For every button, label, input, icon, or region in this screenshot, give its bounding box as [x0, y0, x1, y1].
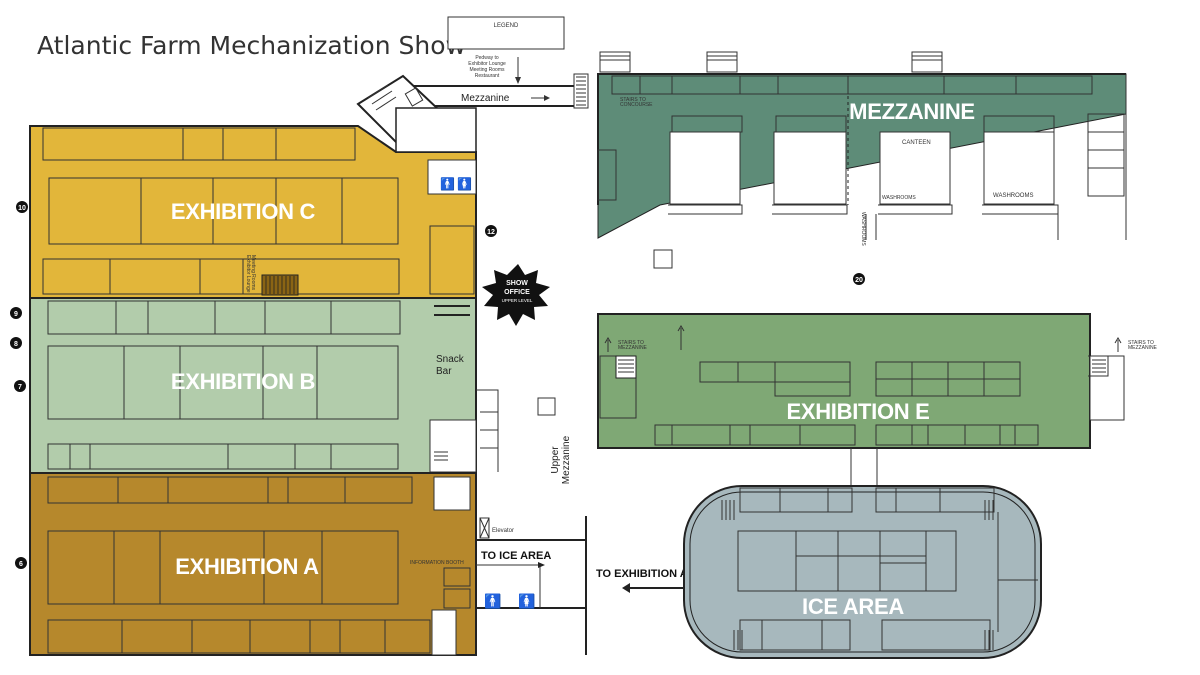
svg-text:20: 20 [855, 277, 863, 284]
svg-text:6: 6 [19, 561, 23, 568]
pedway-arrow-head [515, 77, 521, 84]
mezzanine-stair [706, 51, 738, 73]
column-marker [653, 249, 673, 269]
show-office-line3: UPPER LEVEL [502, 298, 533, 303]
svg-text:9: 9 [14, 311, 18, 318]
mezzanine-stair [599, 51, 631, 73]
exhibition-a-label: EXHIBITION A [175, 554, 319, 579]
svg-text:8: 8 [14, 341, 18, 348]
upper-mezzanine-label: UpperMezzanine [550, 435, 572, 484]
hall-c-service-room [395, 107, 477, 153]
map-title: Atlantic Farm Mechanization Show [37, 31, 466, 60]
hall-c-stairs [261, 274, 299, 296]
mezzanine-label: MEZZANINE [849, 99, 975, 124]
canteen-label: CANTEEN [902, 140, 931, 146]
svg-text:7: 7 [18, 384, 22, 391]
column-marker [537, 397, 556, 416]
legend-label: LEGEND [494, 23, 519, 29]
legend[interactable]: LEGEND [447, 16, 565, 50]
connector-e-ice [850, 448, 878, 486]
door-number-8 [10, 337, 22, 349]
information-booth-label: INFORMATION BOOTH [410, 560, 464, 566]
hall-a-service-room [433, 476, 471, 511]
mezz-washrooms-small: WASHROOMS [882, 195, 916, 201]
exhibition-c-label: EXHIBITION C [171, 199, 316, 224]
restroom-icon: 🚹 [484, 593, 501, 610]
hall-c-stairs-label: Meeting RoomsExhibitor Lounge [245, 255, 256, 293]
door-number-20 [853, 273, 865, 285]
ice-area-hall[interactable]: ICE AREA [683, 485, 1042, 659]
restroom-icon: 🚺 [518, 593, 535, 610]
corridor-stairs [573, 73, 589, 109]
svg-text:10: 10 [18, 205, 26, 212]
restroom-icon: 🚺 [457, 177, 472, 191]
corridor-stair-treads [576, 76, 586, 106]
to-ice-area-label[interactable]: TO ICE AREA [481, 550, 551, 562]
mezzanine-corridor-label: Mezzanine [461, 93, 510, 104]
door-number-6 [15, 557, 27, 569]
door-number-9 [10, 307, 22, 319]
ice-area-label: ICE AREA [802, 594, 904, 619]
door-number-12 [485, 225, 497, 237]
door-number-7 [14, 380, 26, 392]
mezz-washrooms-vertical: WASHROOMS [860, 212, 866, 246]
mezz-washrooms: WASHROOMS [993, 193, 1033, 199]
exhibition-c-hall[interactable]: 🚹 🚺 Meeting RoomsExhibitor Lounge EXHIBI… [29, 107, 477, 299]
mezzanine-stair [911, 51, 943, 73]
door-number-10 [16, 201, 28, 213]
elevator-label: Elevator [492, 528, 514, 534]
door-markers: 10 12 9 8 7 6 20 [10, 201, 865, 569]
hall-e-annex [1089, 355, 1125, 421]
restroom-icon: 🚹 [440, 177, 455, 191]
hall-b-service-room [429, 419, 477, 473]
exhibition-b-label: EXHIBITION B [171, 369, 315, 394]
exhibition-a-hall[interactable]: INFORMATION BOOTH EXHIBITION A [29, 472, 477, 656]
svg-text:12: 12 [487, 229, 495, 236]
show-office-badge[interactable]: SHOW OFFICE UPPER LEVEL [482, 264, 550, 326]
mezzanine-hall[interactable]: CANTEEN WASHROOMS WASHROOMS WASHROOMS ST… [597, 51, 1127, 246]
corridor-arrow-head [544, 95, 550, 101]
show-office-line2: OFFICE [504, 289, 530, 296]
show-office-line1: SHOW [506, 280, 528, 287]
exhibition-e-label: EXHIBITION E [786, 399, 929, 424]
hall-c-washrooms [427, 159, 477, 195]
